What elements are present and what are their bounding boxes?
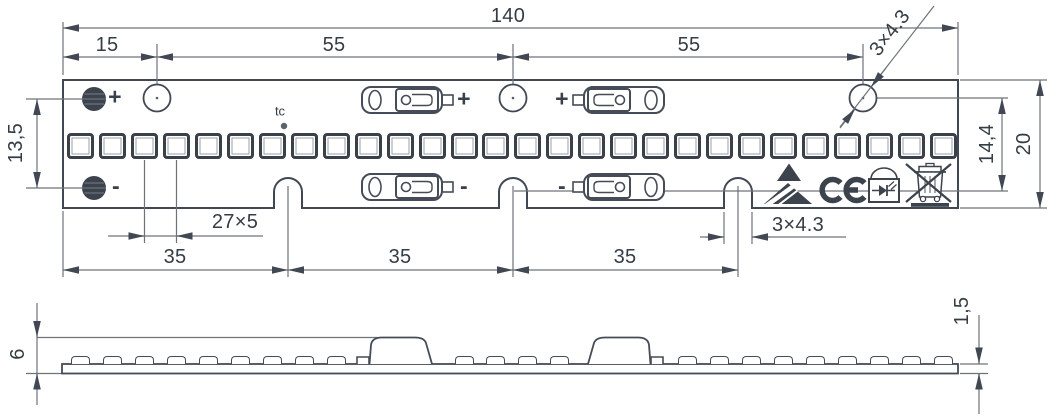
side-connector-profile bbox=[587, 336, 652, 365]
led-pad bbox=[67, 133, 94, 159]
connector-minus-label-1: - bbox=[460, 172, 468, 199]
led-pad bbox=[418, 133, 446, 159]
led-pad bbox=[642, 133, 670, 159]
side-led-bump bbox=[198, 356, 218, 364]
side-led-bump bbox=[550, 356, 570, 364]
side-led-bump bbox=[518, 356, 538, 364]
side-led-bump bbox=[166, 356, 186, 364]
dim-pcb-thickness: 1,5 bbox=[951, 296, 973, 326]
wire-connector-bottom-left bbox=[361, 173, 454, 201]
dim-slot-spacing-1: 35 bbox=[163, 246, 187, 268]
side-led-bump bbox=[486, 356, 506, 364]
dim-board-height: 20 bbox=[1013, 132, 1035, 156]
led-pad bbox=[290, 133, 318, 159]
led-pad bbox=[258, 133, 286, 159]
led-pad bbox=[450, 133, 478, 159]
connector-plus-label-2: + bbox=[555, 85, 569, 112]
led-caution-icon bbox=[868, 167, 900, 203]
dim-pad-spacing: 13,5 bbox=[5, 122, 27, 164]
led-pad bbox=[130, 133, 158, 159]
side-led-bump bbox=[774, 356, 794, 364]
led-pad bbox=[866, 133, 893, 159]
led-pad bbox=[578, 133, 606, 159]
dim-total-width: 140 bbox=[490, 5, 526, 27]
connector-plus-label-1: + bbox=[457, 85, 471, 112]
led-pad bbox=[610, 133, 638, 159]
side-led-bump bbox=[742, 356, 762, 364]
side-view bbox=[61, 336, 959, 375]
led-pad bbox=[322, 133, 350, 159]
side-led-bump bbox=[454, 356, 474, 364]
dim-hole-to-slot: 14,4 bbox=[976, 123, 998, 165]
connector-minus-label-2: - bbox=[558, 172, 566, 199]
led-pad bbox=[162, 133, 190, 159]
side-led-bump bbox=[901, 356, 921, 364]
weee-bin-icon bbox=[905, 162, 952, 207]
ce-mark-icon bbox=[819, 176, 867, 204]
led-pad bbox=[354, 133, 382, 159]
side-connector-notch bbox=[650, 356, 664, 364]
wire-connector-top-right bbox=[572, 86, 665, 114]
dim-side-height: 6 bbox=[7, 348, 29, 360]
dim-mounting-slots: 3×4.3 bbox=[771, 214, 825, 236]
dim-led-pitch: 27×5 bbox=[211, 211, 259, 233]
side-led-bump bbox=[262, 356, 282, 364]
led-pad bbox=[546, 133, 574, 159]
side-led-bump bbox=[134, 356, 154, 364]
side-led-bump bbox=[806, 356, 826, 364]
led-pad bbox=[897, 133, 925, 159]
led-pad bbox=[194, 133, 222, 159]
side-pcb bbox=[61, 363, 959, 375]
pad-plus-label: + bbox=[108, 83, 122, 110]
led-pad bbox=[802, 133, 830, 159]
side-led-bump bbox=[933, 356, 953, 364]
side-led-bump bbox=[230, 356, 250, 364]
side-led-bump bbox=[870, 356, 889, 364]
tc-point bbox=[280, 122, 288, 130]
led-pad bbox=[482, 133, 510, 159]
solder-pads bbox=[82, 87, 288, 200]
dim-hole-offset: 15 bbox=[95, 34, 119, 56]
side-connector-notch bbox=[356, 356, 370, 364]
dimension-lines bbox=[26, 22, 1047, 414]
tc-label: tc bbox=[274, 103, 286, 119]
led-pad bbox=[226, 133, 254, 159]
hole-leader-line bbox=[839, 5, 935, 129]
led-pad bbox=[738, 133, 766, 159]
wire-connector-top-left bbox=[361, 86, 454, 114]
side-led-bump bbox=[102, 356, 122, 364]
led-pad bbox=[514, 133, 542, 159]
dim-hole-spacing-2: 55 bbox=[677, 34, 701, 56]
dim-hole-spacing-1: 55 bbox=[322, 34, 346, 56]
side-led-bump bbox=[710, 356, 730, 364]
led-pad bbox=[98, 133, 126, 159]
side-led-bump bbox=[294, 356, 314, 364]
side-led-bump bbox=[838, 356, 858, 364]
led-pad bbox=[674, 133, 702, 159]
side-led-bump bbox=[71, 356, 90, 364]
led-pad bbox=[706, 133, 734, 159]
side-led-bump bbox=[678, 356, 698, 364]
dim-slot-spacing-2: 35 bbox=[388, 246, 412, 268]
led-pad bbox=[834, 133, 862, 159]
led-pad bbox=[770, 133, 798, 159]
wire-connector-bottom-right bbox=[572, 173, 665, 201]
led-pad bbox=[386, 133, 414, 159]
led-pad bbox=[929, 133, 957, 159]
dim-slot-spacing-3: 35 bbox=[613, 246, 637, 268]
side-led-bump bbox=[326, 356, 346, 364]
side-connector-profile bbox=[368, 336, 433, 365]
pad-minus-label: - bbox=[112, 172, 120, 199]
